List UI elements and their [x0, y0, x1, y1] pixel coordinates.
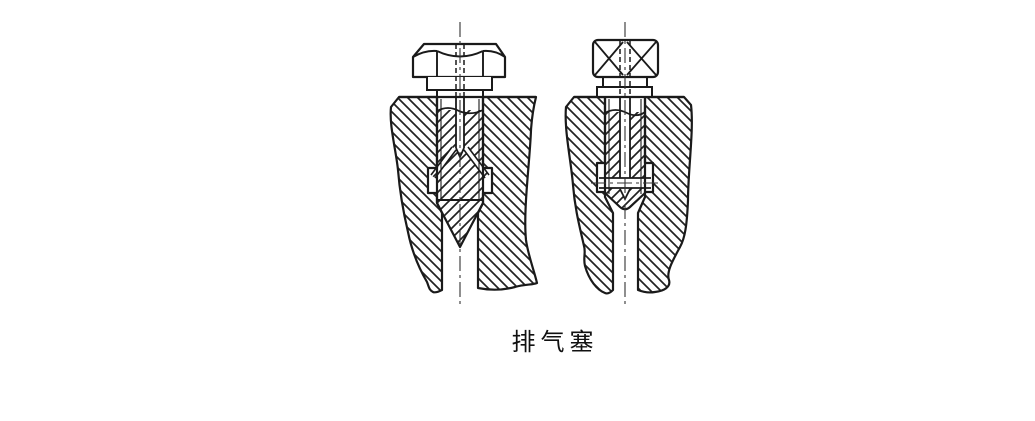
left-hidden-hole: [455, 44, 465, 97]
right-neck: [602, 77, 648, 87]
right-break-line: [604, 109, 646, 117]
left-angled-channels: [430, 146, 490, 179]
left-housing-left-section: [389, 95, 444, 294]
right-square-head-cross: [594, 41, 657, 76]
right-hidden-hole: [619, 41, 631, 97]
right-housing-right-section: [636, 95, 693, 294]
square-head-vent-plug-figure: [564, 22, 693, 306]
left-housing-right-section: [476, 95, 539, 291]
right-housing-left-section: [564, 95, 615, 295]
left-hex-head-facets: [412, 49, 506, 77]
hex-head-vent-plug-figure: [389, 22, 539, 307]
right-plug-section: [605, 112, 645, 209]
figure-caption: 排气塞: [511, 328, 599, 356]
left-break-line: [436, 107, 484, 115]
left-thread-lines: [440, 99, 480, 201]
left-hex-head: [411, 42, 507, 79]
